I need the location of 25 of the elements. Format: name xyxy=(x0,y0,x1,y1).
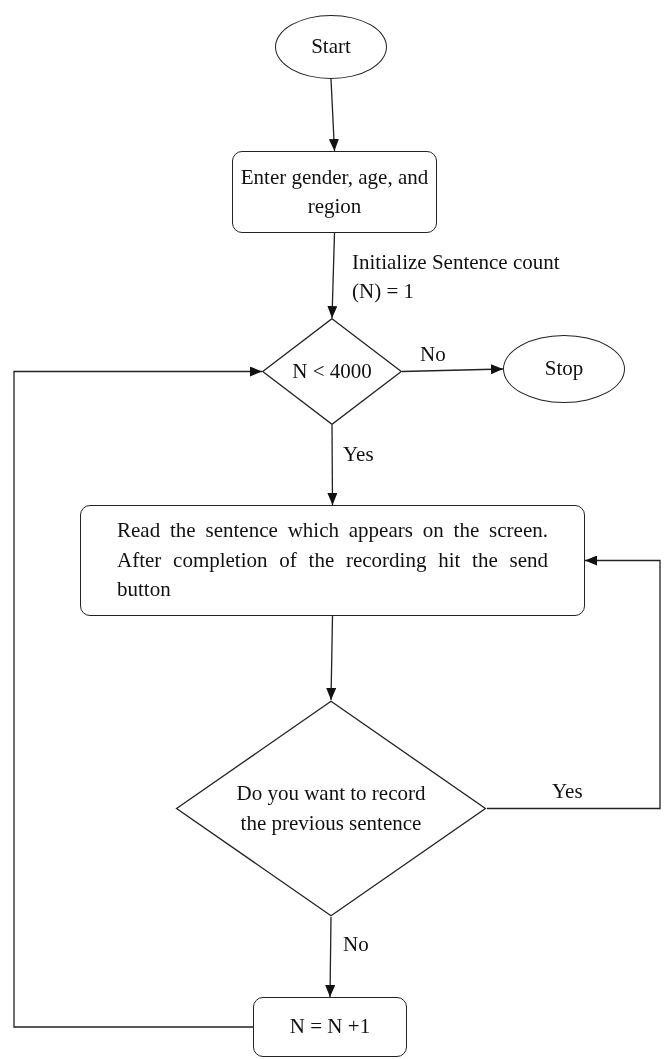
arrow xyxy=(325,916,336,998)
node-text: Do you want to record the previous sentence xyxy=(236,780,426,837)
edge-label: Initialize Sentence count (N) = 1 xyxy=(352,249,561,306)
arrow xyxy=(328,78,339,152)
node-text: Stop xyxy=(544,355,584,383)
edge-label: No xyxy=(343,931,369,958)
arrow xyxy=(327,424,338,506)
node-text: Start xyxy=(311,33,351,61)
process-box xyxy=(232,151,437,233)
process-box xyxy=(253,997,407,1057)
arrow xyxy=(401,364,504,375)
decision-diamond xyxy=(175,700,487,917)
node-text: N < 4000 xyxy=(292,357,372,385)
node-text: Enter gender, age, and region xyxy=(239,163,430,220)
node-text: N = N +1 xyxy=(289,1013,371,1041)
process-box xyxy=(80,505,585,616)
arrow xyxy=(13,366,263,1028)
edge-label: Yes xyxy=(343,441,374,468)
arrow xyxy=(327,232,338,319)
decision-diamond xyxy=(262,318,402,425)
arrow xyxy=(486,555,661,810)
edge-label: No xyxy=(420,341,446,368)
node-text: Read the sentence which appears on the screen. After completion of the recording hit the send button xyxy=(117,517,548,604)
arrow xyxy=(326,615,337,701)
edge-label: Yes xyxy=(552,778,583,805)
